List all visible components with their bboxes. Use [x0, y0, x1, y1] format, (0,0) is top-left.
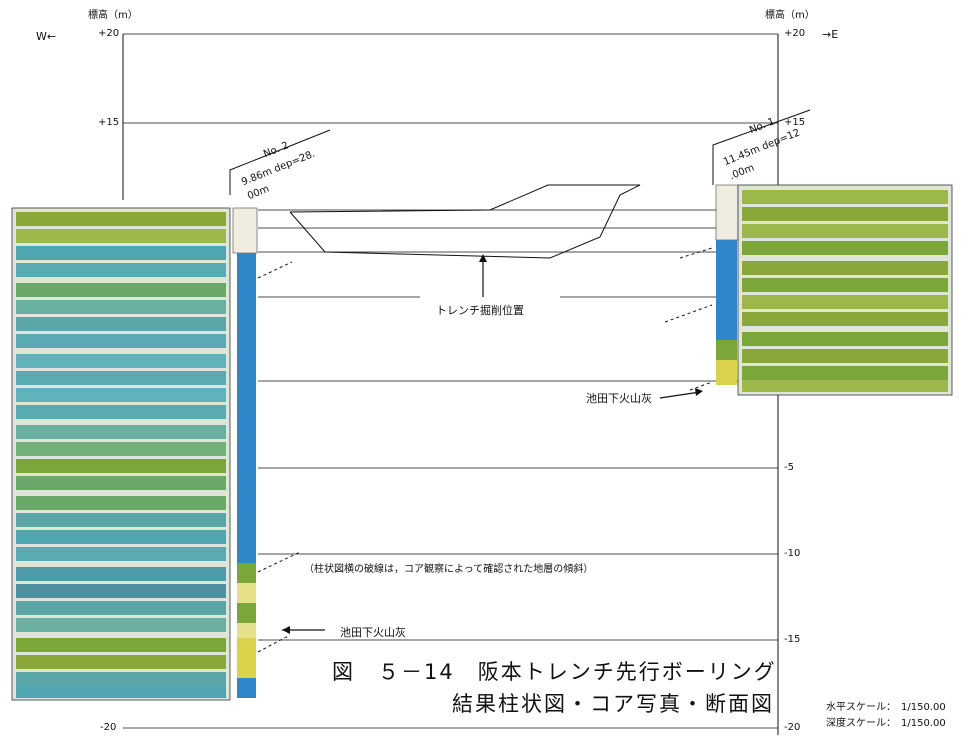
elevation-header-right: 標高（m） — [765, 10, 815, 21]
bh1-top-sand — [715, 184, 739, 241]
tick-left-minus20: -20 — [100, 722, 117, 733]
elevation-header-left: 標高（m） — [88, 10, 138, 21]
bh2-blue-column — [237, 253, 256, 563]
tick-left-plus15: +15 — [98, 117, 120, 128]
figure-subtitle: 結果柱状図・コア写真・断面図 — [452, 692, 774, 716]
tick-left-plus20: +20 — [98, 28, 120, 39]
bh2-label-frame — [229, 129, 331, 195]
tick-right-plus20: +20 — [784, 28, 806, 39]
horizontal-scale: 水平スケール： 1/150.00 — [826, 702, 946, 713]
dip-note: （柱状図横の破線は，コア観察によって確認された地層の傾斜） — [304, 564, 594, 575]
figure-title: 図 ５－14 阪本トレンチ先行ボーリング — [332, 660, 777, 684]
west-direction: W← — [36, 30, 57, 43]
bh1-label-frame — [712, 109, 811, 185]
bh2-top-sand — [232, 207, 258, 254]
tick-right-minus10: -10 — [784, 548, 801, 559]
ash-label-right: 池田下火山灰 — [586, 392, 652, 405]
tick-right-minus15: -15 — [784, 634, 801, 645]
tick-right-minus20: -20 — [784, 722, 801, 733]
trench-label: トレンチ掘削位置 — [436, 304, 524, 317]
ash-label-left: 池田下火山灰 — [340, 626, 406, 639]
core-rows-left — [16, 212, 226, 698]
tick-right-minus5: -5 — [784, 462, 794, 473]
east-direction: →E — [822, 28, 839, 41]
bh1-blue-column — [716, 240, 737, 340]
tick-right-plus15: +15 — [784, 117, 806, 128]
vertical-scale: 深度スケール： 1/150.00 — [826, 718, 946, 729]
trench-outline — [289, 184, 641, 259]
core-rows-right — [742, 190, 948, 392]
